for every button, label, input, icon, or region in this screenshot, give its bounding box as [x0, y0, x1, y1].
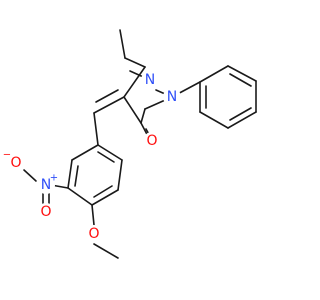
- bond-layer: [23, 29, 257, 259]
- bond: [229, 107, 252, 121]
- atom-label-n: N: [41, 177, 51, 193]
- atom-label-n: N: [145, 72, 155, 88]
- atom-n-pyrazole: N: [141, 71, 159, 89]
- bond: [124, 57, 146, 68]
- bond: [229, 73, 252, 87]
- bond: [93, 185, 113, 198]
- bond: [74, 165, 79, 187]
- bond: [93, 243, 119, 259]
- atom-label-o: O: [10, 155, 21, 171]
- molecule-svg: N N O N + O − O O: [3, 29, 257, 259]
- bond: [119, 29, 126, 59]
- bond: [227, 65, 257, 82]
- bond: [97, 144, 123, 161]
- bond: [95, 89, 119, 103]
- bond: [93, 112, 99, 146]
- atom-label-o: O: [88, 226, 99, 242]
- bond: [199, 65, 229, 83]
- bond: [117, 159, 123, 191]
- atom-o-nitro: O: [37, 203, 55, 221]
- atom-label-o: O: [146, 133, 157, 149]
- bond: [140, 108, 146, 124]
- bond: [67, 187, 93, 206]
- atom-n-nitro: N +: [37, 173, 58, 194]
- bond: [123, 66, 146, 98]
- bond: [91, 204, 95, 226]
- bond: [93, 96, 125, 114]
- atom-n-phenyl: N: [163, 88, 181, 106]
- bond: [227, 111, 257, 129]
- bond: [71, 144, 99, 161]
- bond: [23, 169, 37, 182]
- bond: [67, 159, 73, 189]
- atom-o-carbonyl: O: [143, 132, 161, 150]
- atom-label-layer: N N O N + O − O O: [3, 71, 181, 243]
- charge-minus: −: [3, 150, 11, 161]
- atom-label-n: N: [167, 89, 177, 105]
- bond: [97, 151, 115, 163]
- bond: [91, 189, 119, 206]
- atom-o-methoxy: O: [85, 225, 103, 243]
- bond: [199, 111, 229, 129]
- atom-label-o: O: [40, 204, 51, 220]
- atom-o-nitro-minus: O −: [3, 150, 25, 172]
- molecule-structure-canvas: N N O N + O − O O: [3, 29, 257, 259]
- bond: [123, 96, 142, 124]
- charge-plus: +: [50, 173, 58, 184]
